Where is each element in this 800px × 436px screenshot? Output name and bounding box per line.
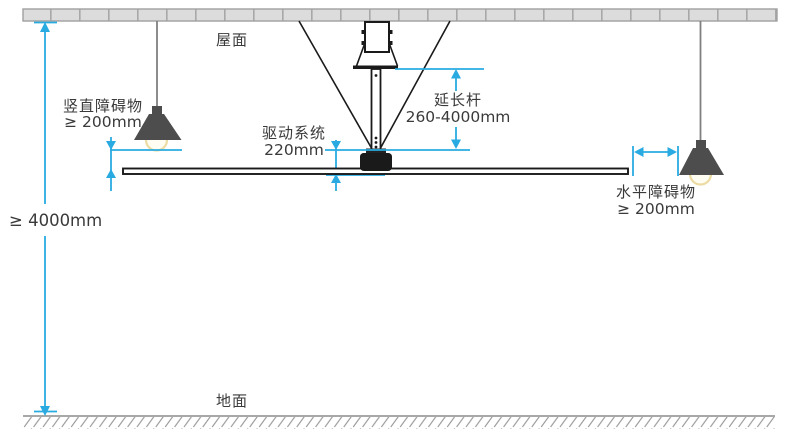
overall-clearance-label: ≥ 4000mm xyxy=(9,211,102,230)
arrow-right-icon xyxy=(667,147,677,157)
extension-rod-name: 延长杆 xyxy=(434,91,482,109)
mount-plate xyxy=(353,65,398,69)
mount-box xyxy=(364,21,390,53)
drive-system-value: 220mm xyxy=(264,141,324,159)
arrow-down-icon xyxy=(40,406,50,416)
arrow-up-icon xyxy=(40,22,50,32)
vertical-obstacle-value: ≥ 200mm xyxy=(64,113,142,131)
ceiling xyxy=(22,8,778,22)
lamp-neck xyxy=(696,140,706,150)
dim-drive-system xyxy=(325,140,470,191)
right-pendant-lamp xyxy=(679,21,724,186)
mount-bolt xyxy=(389,41,393,45)
mount-bolt xyxy=(389,30,393,34)
ground-hatch xyxy=(23,417,775,429)
horizontal-obstacle-value: ≥ 200mm xyxy=(617,200,695,218)
mount-bolt xyxy=(361,41,365,45)
guy-wire-right xyxy=(379,20,451,150)
extension-rod-label: 延长杆 260-4000mm xyxy=(406,91,511,126)
horizontal-obstacle-name: 水平障碍物 xyxy=(616,183,696,201)
rod-bolt xyxy=(374,74,378,77)
roof-label: 屋面 xyxy=(216,31,248,49)
rod-bolt xyxy=(374,136,378,140)
ground-label: 地面 xyxy=(216,392,248,410)
lamp-neck xyxy=(152,106,162,116)
dim-vertical-obstacle xyxy=(106,137,182,191)
rod-bolt xyxy=(374,145,378,149)
arrow-up-icon xyxy=(331,174,341,183)
lamp-shade-cone xyxy=(134,114,182,140)
lamp-shade-cone xyxy=(679,148,724,175)
arrow-up-icon xyxy=(106,169,116,178)
arrow-down-icon xyxy=(106,141,116,150)
horizontal-obstacle-label: 水平障碍物 ≥ 200mm xyxy=(616,183,696,218)
left-pendant-lamp xyxy=(134,21,182,152)
drive-hub-front xyxy=(360,153,392,171)
ceiling-band xyxy=(22,8,778,22)
drive-system-label: 驱动系统 220mm xyxy=(262,124,326,159)
dim-extension-rod xyxy=(395,68,484,149)
rod-bolt xyxy=(374,141,378,144)
arrow-left-icon xyxy=(634,147,644,157)
arrow-up-icon xyxy=(451,69,461,79)
vertical-obstacle-name: 竖直障碍物 xyxy=(63,97,143,115)
guy-wire-left xyxy=(298,20,373,150)
extension-rod-value: 260-4000mm xyxy=(406,108,511,126)
arrow-down-icon xyxy=(451,139,461,149)
vertical-obstacle-label: 竖直障碍物 ≥ 200mm xyxy=(63,97,143,131)
mount-bolt xyxy=(361,30,365,34)
dim-overall-clearance xyxy=(34,21,57,416)
rod-collar xyxy=(366,148,386,155)
drive-system-name: 驱动系统 xyxy=(262,124,326,142)
arrow-down-icon xyxy=(331,141,341,150)
dim-horizontal-obstacle xyxy=(632,146,679,176)
ground xyxy=(23,415,775,429)
